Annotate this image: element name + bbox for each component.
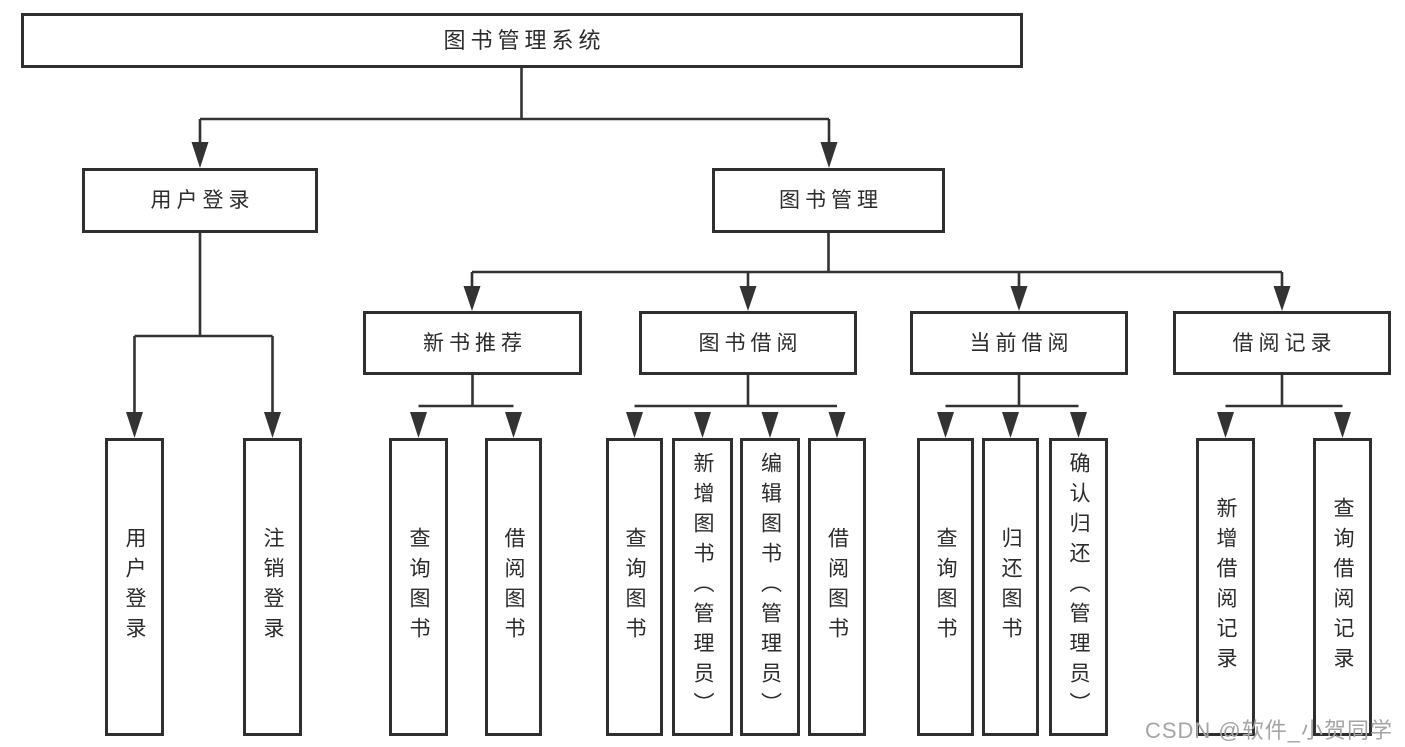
node-label: 新增借阅记录: [1214, 497, 1237, 677]
leaf-add-borrow-record: 新增借阅记录: [1196, 438, 1255, 736]
node-label: 注销登录: [261, 527, 284, 647]
node-label: 图书管理系统: [443, 27, 606, 53]
leaf-edit-books-admin: 编辑图书（管理员）: [740, 438, 800, 736]
node-label: 归还图书: [999, 527, 1022, 647]
node-label: 新增图书（管理员）: [691, 452, 714, 722]
leaf-borrow-books: 借阅图书: [808, 438, 866, 736]
leaf-user-login: 用户登录: [105, 438, 164, 736]
leaf-query-books-current: 查询图书: [917, 438, 974, 736]
node-label: 用户登录: [150, 189, 255, 212]
node-user-login: 用户登录: [82, 168, 318, 233]
leaf-query-borrow-record: 查询借阅记录: [1313, 438, 1372, 736]
leaf-return-books: 归还图书: [982, 438, 1039, 736]
arrowhead-icons: [126, 142, 1351, 438]
node-label: 借阅图书: [825, 527, 849, 647]
csdn-watermark: CSDN @软件_小贺同学: [1144, 718, 1393, 743]
node-label: 当前借阅: [969, 331, 1074, 355]
node-new-book-recommend: 新书推荐: [363, 311, 582, 375]
leaf-add-books-admin: 新增图书（管理员）: [672, 438, 733, 736]
node-current-borrowing: 当前借阅: [910, 311, 1128, 375]
node-label: 图书借阅: [698, 331, 803, 355]
node-label: 用户登录: [123, 527, 146, 647]
node-label: 查询借阅记录: [1331, 497, 1354, 677]
node-label: 借阅图书: [502, 527, 525, 647]
node-label: 查询图书: [623, 527, 646, 647]
node-label: 确认归还（管理员）: [1067, 452, 1090, 722]
node-label: 借阅记录: [1232, 331, 1337, 355]
node-label: 新书推荐: [423, 331, 527, 355]
node-label: 查询图书: [934, 527, 957, 647]
node-label: 编辑图书（管理员）: [758, 452, 782, 722]
leaf-confirm-return-admin: 确认归还（管理员）: [1049, 438, 1108, 736]
node-label: 查询图书: [407, 527, 430, 647]
leaf-query-books-borrow: 查询图书: [606, 438, 663, 736]
node-label: 图书管理: [779, 189, 883, 212]
node-book-borrowing: 图书借阅: [639, 311, 857, 375]
leaf-query-books-recommend: 查询图书: [389, 438, 448, 736]
node-book-management: 图书管理: [712, 168, 945, 233]
node-library-management-system: 图书管理系统: [21, 13, 1023, 68]
node-borrowing-records: 借阅记录: [1173, 311, 1391, 375]
leaf-borrow-books-recommend: 借阅图书: [485, 438, 542, 736]
leaf-logout: 注销登录: [243, 438, 302, 736]
